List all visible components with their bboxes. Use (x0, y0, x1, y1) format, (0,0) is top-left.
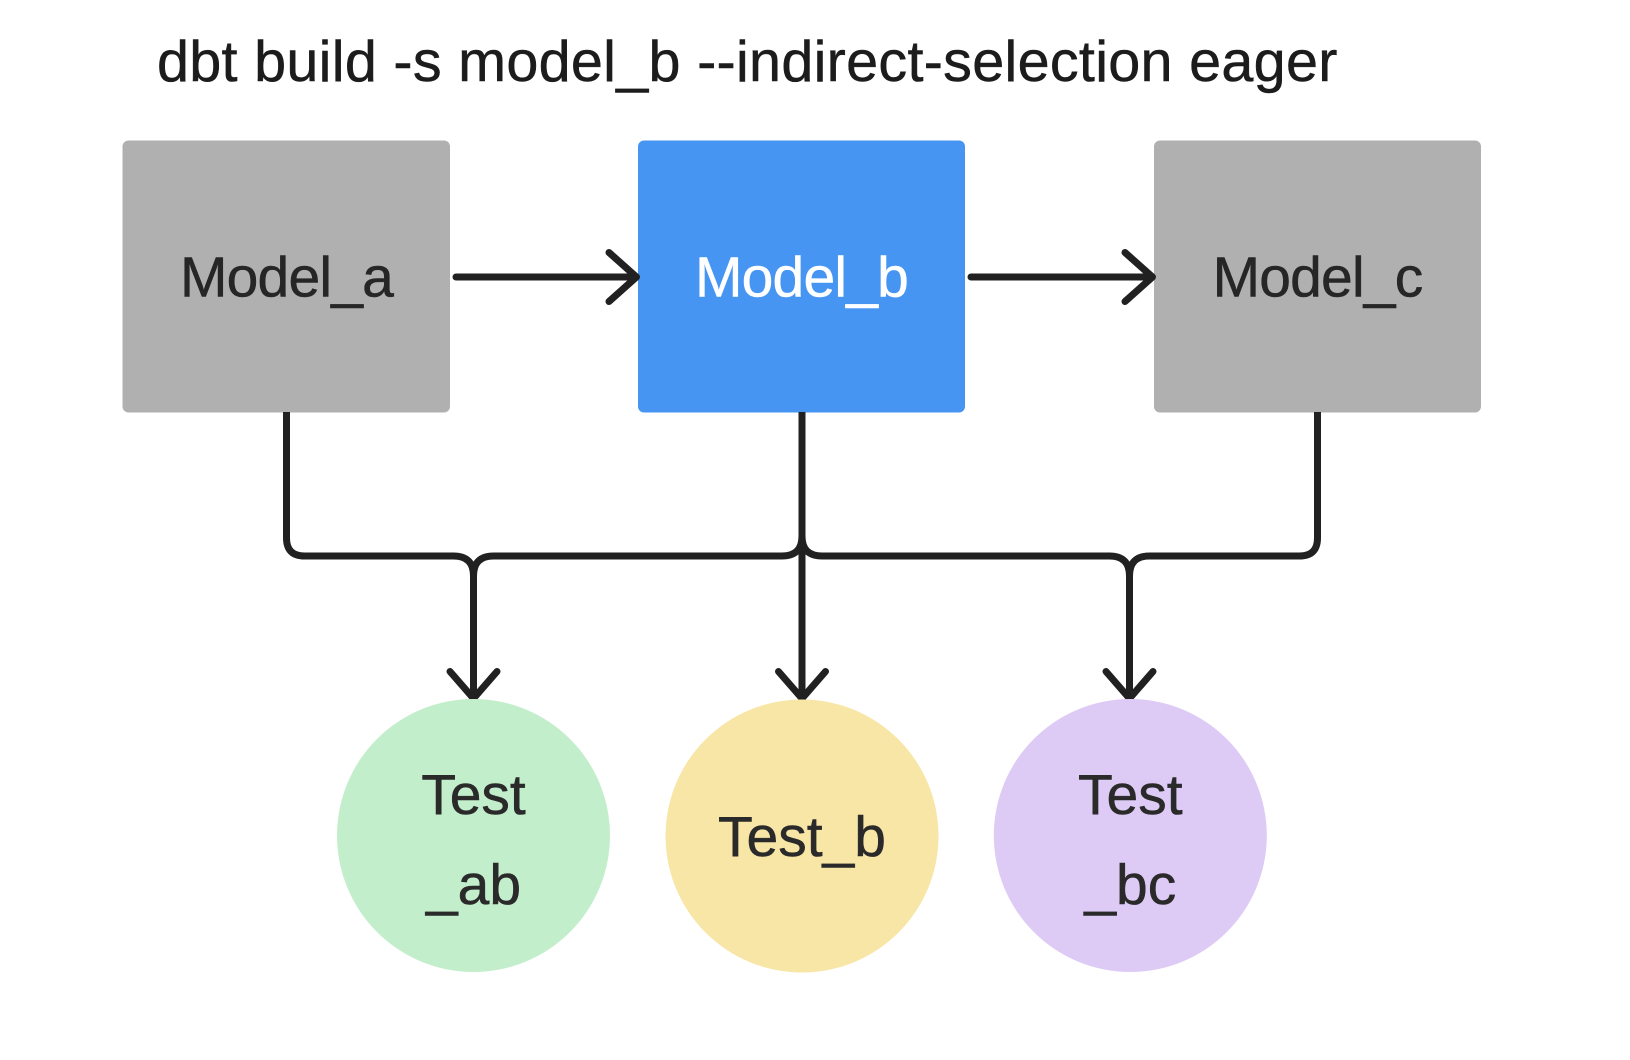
svg-text:Model_c: Model_c (1213, 246, 1423, 310)
svg-text:Test: Test (1078, 763, 1183, 827)
svg-text:Model_a: Model_a (180, 246, 394, 310)
svg-text:_ab: _ab (425, 853, 521, 917)
svg-text:Model_b: Model_b (695, 246, 908, 310)
svg-text:_bc: _bc (1083, 853, 1176, 917)
svg-text:Test: Test (421, 763, 526, 827)
svg-text:dbt build -s model_b --indirec: dbt build -s model_b --indirect-selectio… (157, 30, 1338, 94)
svg-text:Test_b: Test_b (718, 805, 886, 869)
